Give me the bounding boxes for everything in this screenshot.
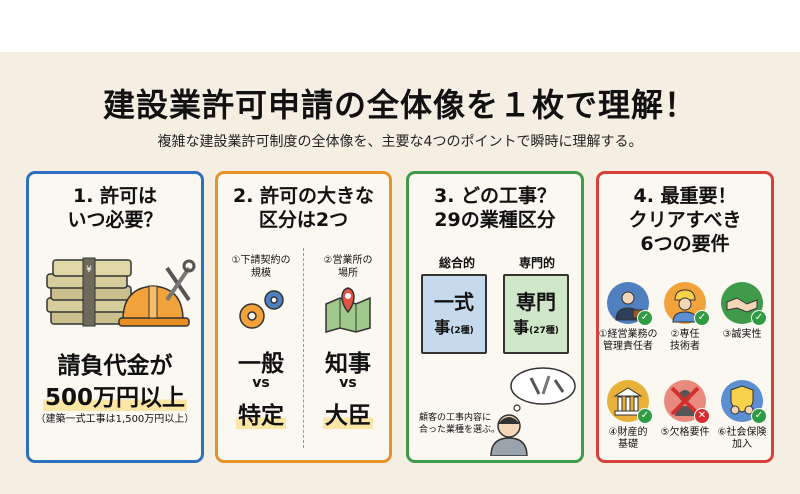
engineer-icon: ✓ xyxy=(664,282,710,326)
card3-heading: 3. どの工事？ 29の業種区分 xyxy=(409,184,581,232)
subcontract-caption-line2: 規模 xyxy=(251,268,271,279)
check-icon: ✓ xyxy=(751,408,767,424)
office-caption: ②営業所の 場所 xyxy=(308,254,388,280)
req-6-line1: ⑥社会保険 xyxy=(717,427,767,438)
card3-heading-line2: 29の業種区分 xyxy=(434,209,556,231)
specialized-count: (27種) xyxy=(529,326,559,336)
general-line2-main: 事 xyxy=(434,318,451,337)
card1-heading-line1: 1. 許可は xyxy=(72,185,158,207)
term-specific-text: 特定 xyxy=(236,403,286,429)
req-4-line1: ④財産的 xyxy=(608,427,648,438)
req-4-label: ④財産的 基礎 xyxy=(598,427,658,451)
req-2-line2: 技術者 xyxy=(670,341,700,352)
card4-heading-line2: クリアすべき xyxy=(628,209,742,231)
office-caption-line2: 場所 xyxy=(338,268,358,279)
req-5-line1: ⑤欠格要件 xyxy=(660,427,710,438)
card2-divider xyxy=(303,248,304,448)
card-industry-types: 3. どの工事？ 29の業種区分 総合的 専門的 一式 事(2種) 専門 事(2… xyxy=(406,171,584,463)
card3-footer-line2: 合った業種を選ぶ。 xyxy=(419,425,501,435)
vs-left: vs xyxy=(252,375,270,391)
req-2-line1: ②専任 xyxy=(670,329,700,340)
req-3-line1: ③誠実性 xyxy=(722,329,762,340)
gears-icon xyxy=(239,290,284,329)
subcontract-caption-line1: ①下請契約の xyxy=(231,255,291,266)
card-permit-categories: 2. 許可の大きな 区分は2つ ①下請契約の 規模 一般 vs 特定 ②営業所の… xyxy=(215,171,392,463)
card4-heading-line3: 6つの要件 xyxy=(640,233,730,255)
check-icon: ✓ xyxy=(637,310,653,326)
general-building: 一式 事(2種) xyxy=(421,274,487,354)
general-caption: 総合的 xyxy=(438,256,475,270)
req-6-line2: 加入 xyxy=(732,439,752,450)
term-governor: 知事 xyxy=(325,351,371,377)
card1-heading: 1. 許可は いつ必要？ xyxy=(29,184,201,232)
map-pin-icon xyxy=(325,287,371,333)
specialized-caption: 専門的 xyxy=(518,256,555,270)
money-stack-icon: ¥ xyxy=(46,257,132,327)
req-1-line1: ①経営業務の xyxy=(598,329,658,340)
card3-footer: 顧客の工事内容に 合った業種を選ぶ。 xyxy=(419,412,509,436)
req-2-label: ②専任 技術者 xyxy=(655,329,715,353)
card2-heading-line2: 区分は2つ xyxy=(258,209,349,231)
req-5-label: ⑤欠格要件 xyxy=(655,427,715,439)
term-general: 一般 xyxy=(238,351,284,377)
req-1-label: ①経営業務の 管理責任者 xyxy=(598,329,658,353)
card-when-required: 1. 許可は いつ必要？ ¥ 請負 xyxy=(26,171,204,463)
req-3-label: ③誠実性 xyxy=(712,329,772,341)
general-count: (2種) xyxy=(450,326,474,336)
money-hardhat-tools-icon: ¥ xyxy=(46,257,196,327)
amount-line1: 請負代金が xyxy=(57,353,173,379)
card4-heading: 4. 最重要！ クリアすべき 6つの要件 xyxy=(599,184,771,256)
req-6-label: ⑥社会保険 加入 xyxy=(712,427,772,451)
card3-heading-line1: 3. どの工事？ xyxy=(433,185,557,207)
req-1-line2: 管理責任者 xyxy=(603,341,653,352)
bank-icon: ✓ xyxy=(607,380,653,424)
svg-text:¥: ¥ xyxy=(86,265,92,275)
disqualify-icon: ✕ xyxy=(664,380,710,424)
insurance-icon: ✓ xyxy=(721,380,767,424)
amount-line2: 500万円以上 xyxy=(29,378,201,412)
card2-heading: 2. 許可の大きな 区分は2つ xyxy=(218,184,389,232)
check-icon: ✓ xyxy=(637,408,653,424)
specialized-building: 専門 事(27種) xyxy=(503,274,569,354)
cross-icon: ✕ xyxy=(694,408,710,424)
term-minister-text: 大臣 xyxy=(323,403,373,429)
top-blank-strip xyxy=(0,0,800,52)
term-minister: 大臣 xyxy=(306,396,390,430)
card2-heading-line1: 2. 許可の大きな xyxy=(232,185,375,207)
card4-heading-line1: 4. 最重要！ xyxy=(633,185,737,207)
page-title: 建設業許可申請の全体像を１枚で理解！ xyxy=(102,86,697,124)
vs-right: vs xyxy=(339,375,357,391)
specialized-line2: 事(27種) xyxy=(505,314,567,338)
subcontract-caption: ①下請契約の 規模 xyxy=(222,254,300,280)
general-line2: 事(2種) xyxy=(423,314,485,338)
req-4-line2: 基礎 xyxy=(618,439,638,450)
manager-icon: ✓ xyxy=(607,282,653,326)
specialized-line1: 専門 xyxy=(516,290,556,314)
page-subtitle: 複雑な建設業許可制度の全体像を、主要な4つのポイントで瞬時に理解する。 xyxy=(157,134,643,150)
thinking-person-icon xyxy=(490,367,576,456)
office-caption-line1: ②営業所の xyxy=(323,255,373,266)
amount-highlight: 500万円以上 xyxy=(42,385,187,411)
term-specific: 特定 xyxy=(220,396,302,430)
hard-hat-icon xyxy=(118,285,190,327)
general-line1: 一式 xyxy=(434,290,474,314)
handshake-icon: ✓ xyxy=(721,282,767,326)
amount-note: （建築一式工事は1,500万円以上） xyxy=(35,414,195,425)
card-six-requirements: 4. 最重要！ クリアすべき 6つの要件 ✓ ①経営業務の 管理責任者 ✓ ②専… xyxy=(596,171,774,463)
card1-heading-line2: いつ必要？ xyxy=(67,209,163,231)
check-icon: ✓ xyxy=(751,310,767,326)
check-icon: ✓ xyxy=(694,310,710,326)
card3-footer-line1: 顧客の工事内容に xyxy=(419,413,492,423)
specialized-line2-main: 事 xyxy=(513,318,530,337)
tools-icon xyxy=(165,259,196,302)
